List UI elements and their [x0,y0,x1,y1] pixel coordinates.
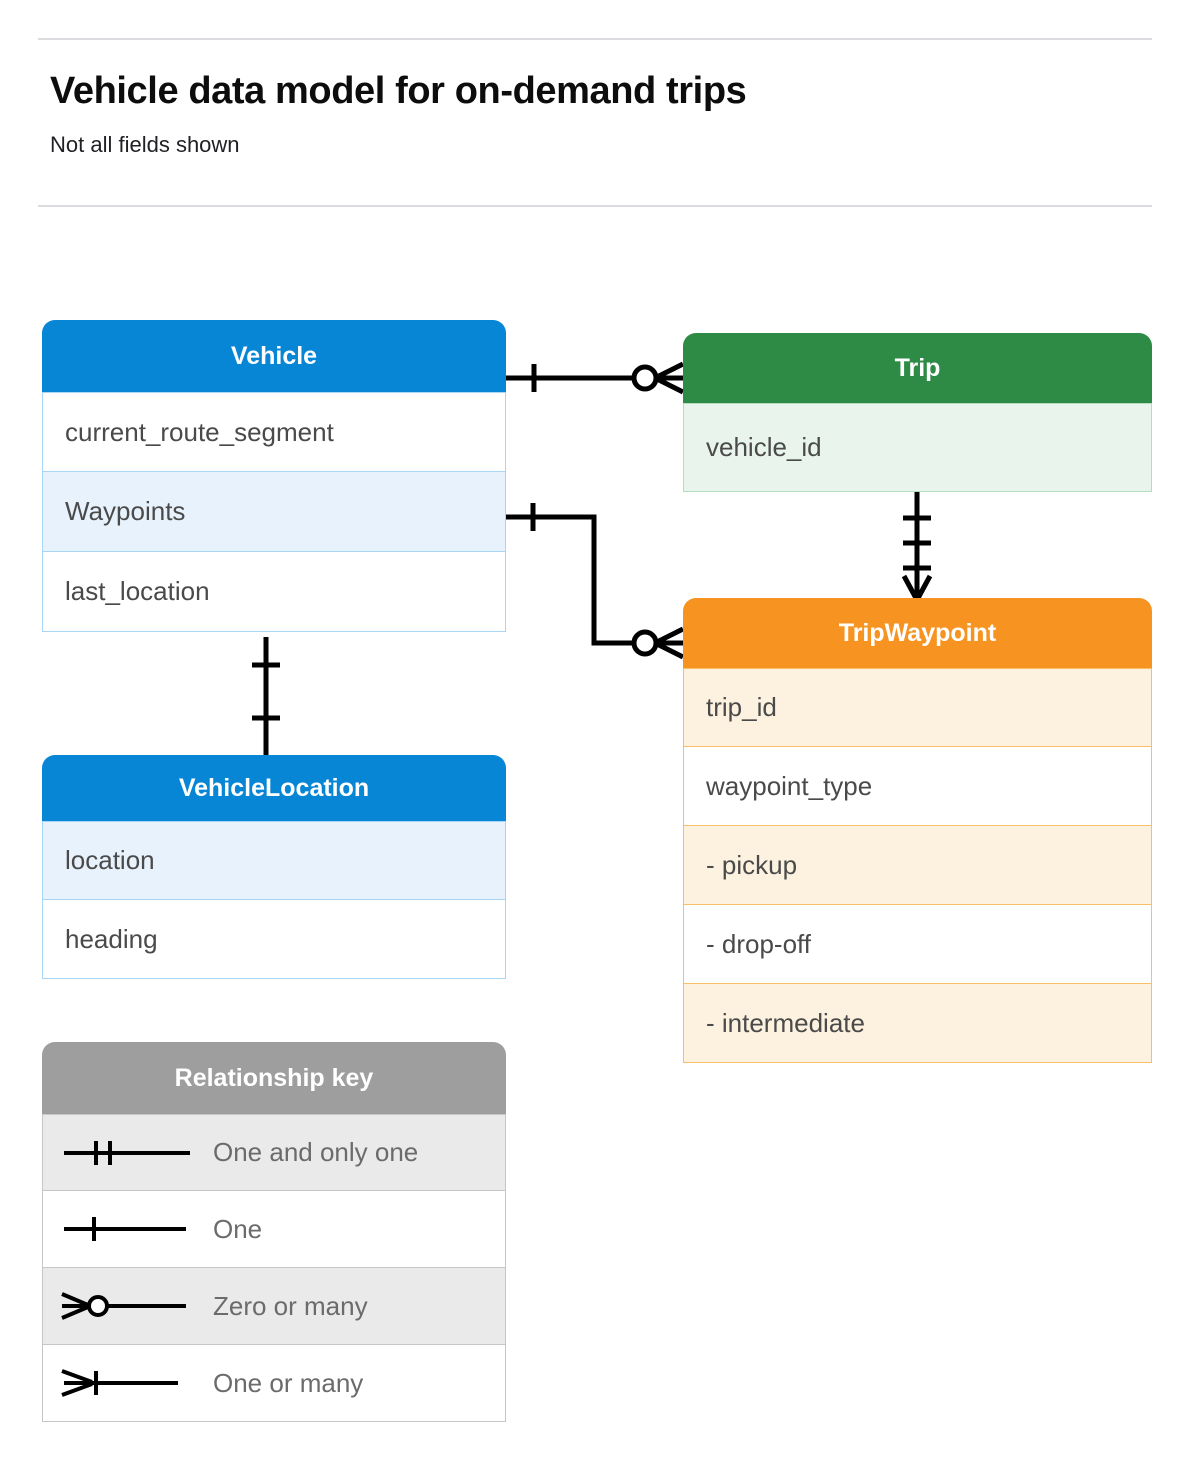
crow-bot-waypoints [655,641,685,660]
page-title: Vehicle data model for on-demand trips [50,70,747,112]
legend-item-label: One [213,1213,263,1244]
relationship-key-legend[interactable]: Relationship key One and only one [42,1042,506,1422]
entity-field-row[interactable]: waypoint_type [683,747,1152,826]
crow-bot-vehicle-trip [655,376,685,395]
entity-vehicle[interactable]: Vehicle current_route_segment Waypoints … [42,320,506,632]
bottom-divider [38,205,1152,207]
legend-item[interactable]: One [42,1191,506,1268]
legend-item[interactable]: One or many [42,1345,506,1422]
entity-field-row[interactable]: - drop-off [683,905,1152,984]
entity-vehicle-location-fields: location heading [42,821,506,979]
entity-trip-waypoint-title: TripWaypoint [683,598,1152,668]
legend-item[interactable]: One and only one [42,1114,506,1191]
entity-trip-waypoint-fields: trip_id waypoint_type - pickup - drop-of… [683,668,1152,1063]
circle-zero-vehicle-trip [631,364,659,392]
entity-trip-waypoint[interactable]: TripWaypoint trip_id waypoint_type - pic… [683,598,1152,1063]
entity-vehicle-location[interactable]: VehicleLocation location heading [42,755,506,979]
entity-field-row[interactable]: Waypoints [42,472,506,552]
legend-rows: One and only one One [42,1114,506,1422]
entity-trip[interactable]: Trip vehicle_id [683,333,1152,492]
entity-field-row[interactable]: - pickup [683,826,1152,905]
legend-item-label: One or many [213,1367,364,1398]
entity-vehicle-fields: current_route_segment Waypoints last_loc… [42,392,506,632]
one-or-many-icon [43,1363,213,1403]
entity-vehicle-title: Vehicle [42,320,506,392]
top-divider [38,38,1152,40]
entity-trip-title: Trip [683,333,1152,403]
entity-field-row[interactable]: vehicle_id [683,403,1152,492]
entity-field-row[interactable]: last_location [42,552,506,632]
crow-right-tripwaypoint [914,574,933,602]
crow-left-tripwaypoint [901,574,920,602]
entity-field-row[interactable]: heading [42,900,506,979]
crow-top-vehicle-trip [655,361,685,380]
connector-waypoints-tripwaypoint [506,514,683,646]
one-icon [43,1209,213,1249]
legend-item-label: Zero or many [213,1290,368,1321]
crow-top-waypoints [655,626,685,645]
circle-zero-waypoints [631,629,659,657]
entity-field-row[interactable]: - intermediate [683,984,1152,1063]
page-subtitle: Not all fields shown [50,132,240,157]
one-and-only-one-icon [43,1133,213,1173]
entity-field-row[interactable]: trip_id [683,668,1152,747]
entity-trip-fields: vehicle_id [683,403,1152,492]
entity-field-row[interactable]: location [42,821,506,900]
legend-item-label: One and only one [213,1137,419,1167]
zero-or-many-icon [43,1286,213,1326]
entity-field-row[interactable]: current_route_segment [42,392,506,472]
legend-item[interactable]: Zero or many [42,1268,506,1345]
legend-title: Relationship key [42,1042,506,1114]
entity-vehicle-location-title: VehicleLocation [42,755,506,821]
